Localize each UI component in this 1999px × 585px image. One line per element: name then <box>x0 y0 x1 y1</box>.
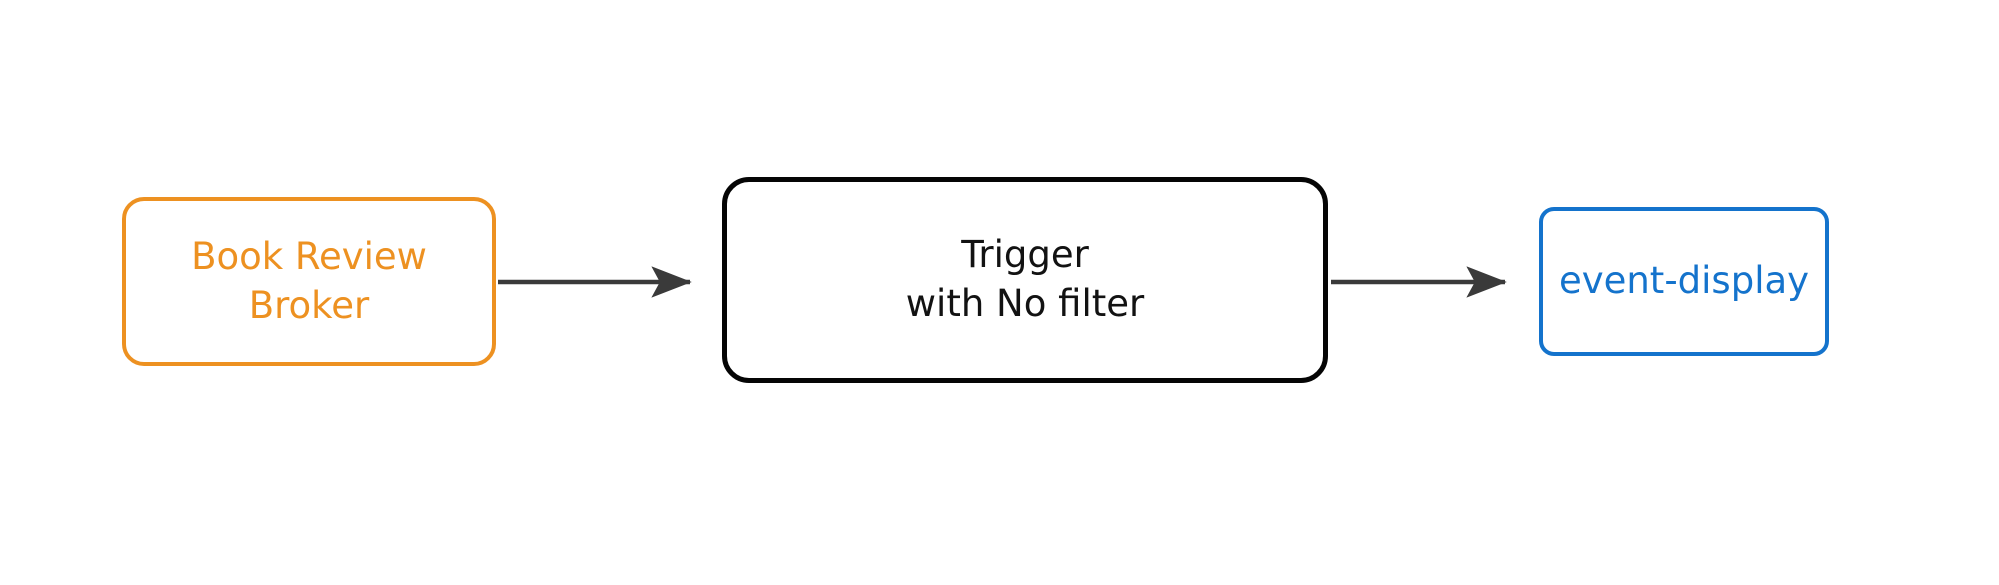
node-label-sink: event-display <box>1558 259 1810 303</box>
node-label-broker: Book Review Broker <box>191 234 427 327</box>
node-book-review-broker[interactable]: Book Review Broker <box>122 197 496 366</box>
node-event-display[interactable]: event-display <box>1539 207 1829 356</box>
node-label-trigger: Trigger with No filter <box>905 233 1145 325</box>
node-trigger[interactable]: Trigger with No filter <box>722 177 1328 383</box>
